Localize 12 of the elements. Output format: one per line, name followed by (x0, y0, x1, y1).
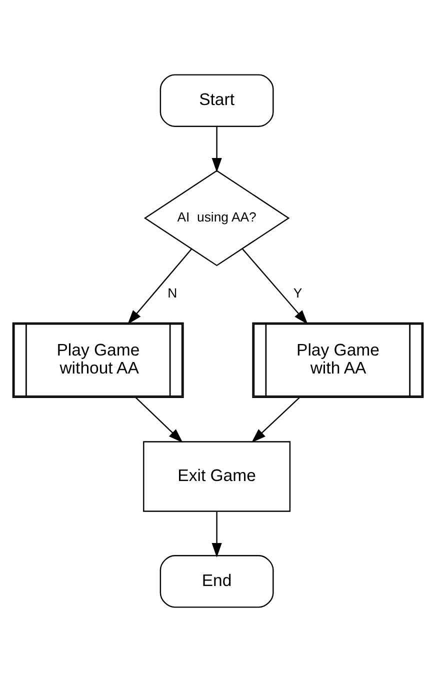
node-diamond: AI using AA? (144, 170, 290, 266)
edge-label: Y (293, 286, 302, 301)
arrow (251, 397, 300, 443)
node-box: Exit Game (143, 441, 291, 512)
arrow (242, 248, 308, 324)
arrow (212, 512, 222, 558)
arrow (128, 248, 192, 324)
arrow (212, 126, 222, 172)
arrow (135, 397, 183, 443)
node-box: Start (160, 74, 274, 127)
node-box: End (160, 555, 274, 608)
edge-label: N (168, 286, 178, 301)
